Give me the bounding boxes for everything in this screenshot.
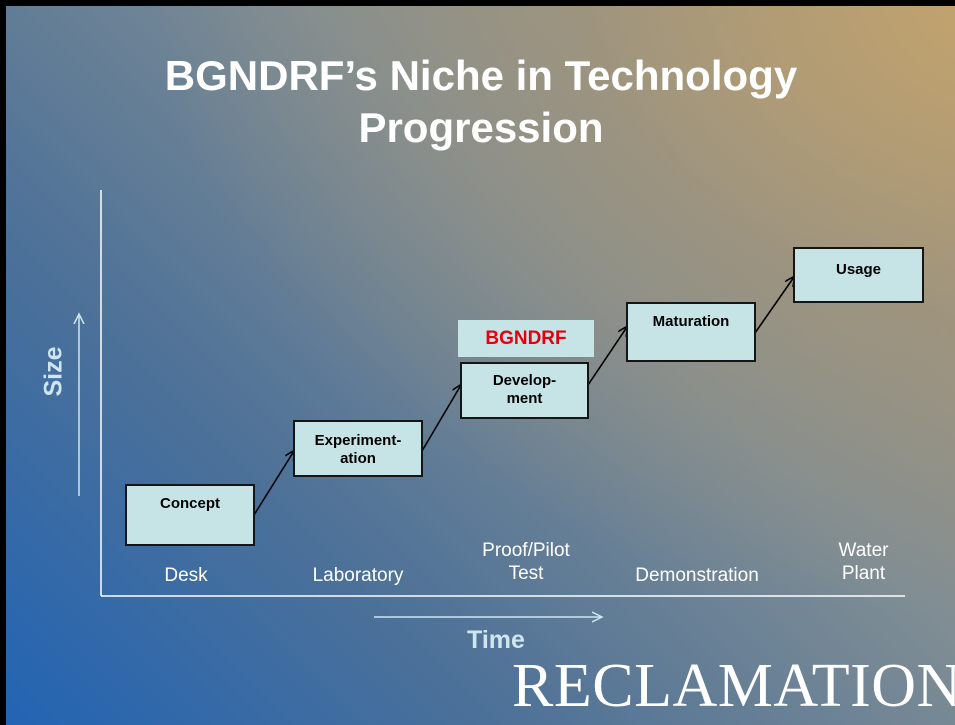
slide-title: BGNDRF’s Niche in Technology Progression: [164, 52, 798, 151]
box-development-label: Develop- ment: [492, 372, 557, 407]
box-concept-label: Concept: [160, 495, 220, 512]
box-maturation-label: Maturation: [652, 313, 730, 330]
diagram-lines: [6, 190, 905, 725]
arrow-maturation-to-usage: [754, 277, 794, 334]
y-axis-label: Size: [39, 346, 68, 397]
box-development: Develop- ment: [460, 362, 589, 419]
stage-demonstration: Demonstration: [635, 565, 759, 586]
stage-laboratory: Laboratory: [312, 565, 404, 586]
slide: BGNDRF’s Niche in Technology Progression…: [6, 6, 955, 725]
arrow-experimentation-to-development: [421, 385, 461, 452]
box-experimentation-label: Experiment- ation: [314, 432, 402, 467]
box-experimentation: Experiment- ation: [293, 420, 423, 477]
reclamation-logo: RECLAMATION: [512, 652, 955, 720]
box-usage: Usage: [793, 247, 924, 303]
box-concept: Concept: [125, 484, 255, 546]
bgndrf-highlight: BGNDRF: [458, 320, 594, 357]
box-maturation: Maturation: [626, 302, 756, 362]
box-usage-label: Usage: [835, 261, 882, 278]
stage-proof-pilot-test: Proof/Pilot Test: [482, 540, 570, 584]
stage-desk: Desk: [164, 565, 208, 586]
arrow-concept-to-experimentation: [253, 451, 294, 516]
x-axis-label: Time: [467, 626, 525, 654]
stage-water-plant: Water Plant: [838, 540, 889, 584]
arrow-development-to-maturation: [587, 327, 627, 386]
